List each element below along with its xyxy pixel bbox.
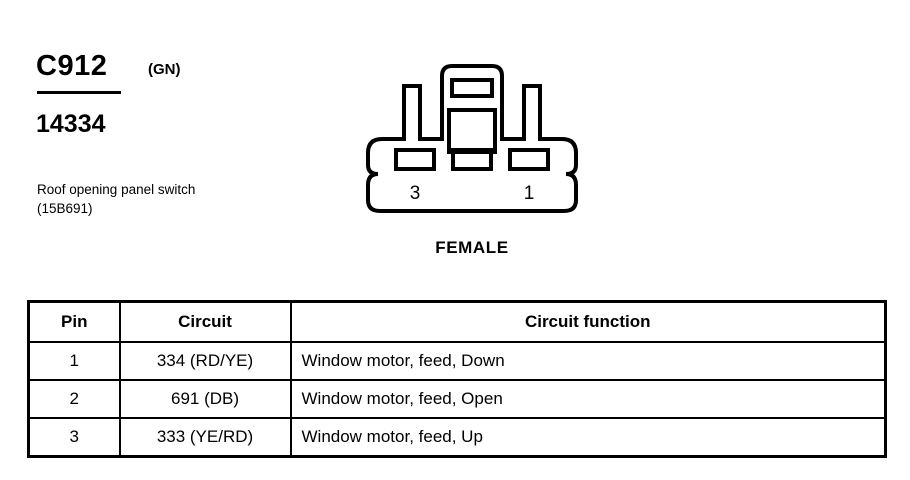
- cell-circuit-function: Window motor, feed, Open: [289, 379, 887, 419]
- pin-cavity-3: [394, 148, 436, 171]
- cell-circuit-function: Window motor, feed, Up: [289, 417, 887, 458]
- column-header-circuit-function: Circuit function: [289, 300, 887, 343]
- pin-cavity-1: [508, 148, 550, 171]
- connector-color-code: (GN): [148, 61, 181, 78]
- column-header-pin: Pin: [27, 300, 121, 343]
- table-row: 2 691 (DB) Window motor, feed, Open: [27, 379, 887, 419]
- connector-gender-caption: FEMALE: [435, 238, 509, 257]
- pin-assignment-table: Pin Circuit Circuit function 1 334 (RD/Y…: [27, 300, 887, 458]
- column-header-circuit: Circuit: [118, 300, 292, 343]
- connector-diagram: 3 1: [352, 52, 592, 262]
- table-row: 3 333 (YE/RD) Window motor, feed, Up: [27, 417, 887, 458]
- cell-pin: 3: [27, 417, 121, 458]
- connector-description: Roof opening panel switch (15B691): [37, 182, 196, 216]
- table-row: 1 334 (RD/YE) Window motor, feed, Down: [27, 341, 887, 381]
- pin-number-label-1: 1: [524, 183, 535, 204]
- cell-pin: 2: [27, 379, 121, 419]
- header-divider-rule: [37, 91, 121, 94]
- cell-circuit: 334 (RD/YE): [118, 341, 292, 381]
- table-header-row: Pin Circuit Circuit function: [27, 300, 887, 343]
- cell-circuit: 691 (DB): [118, 379, 292, 419]
- pin-cavity-2: [451, 148, 493, 171]
- pin-number-label-3: 3: [410, 183, 421, 204]
- connector-id: C912: [36, 50, 108, 82]
- cell-circuit: 333 (YE/RD): [118, 417, 292, 458]
- cell-pin: 1: [27, 341, 121, 381]
- cell-circuit-function: Window motor, feed, Down: [289, 341, 887, 381]
- connector-part-number: 14334: [36, 110, 106, 138]
